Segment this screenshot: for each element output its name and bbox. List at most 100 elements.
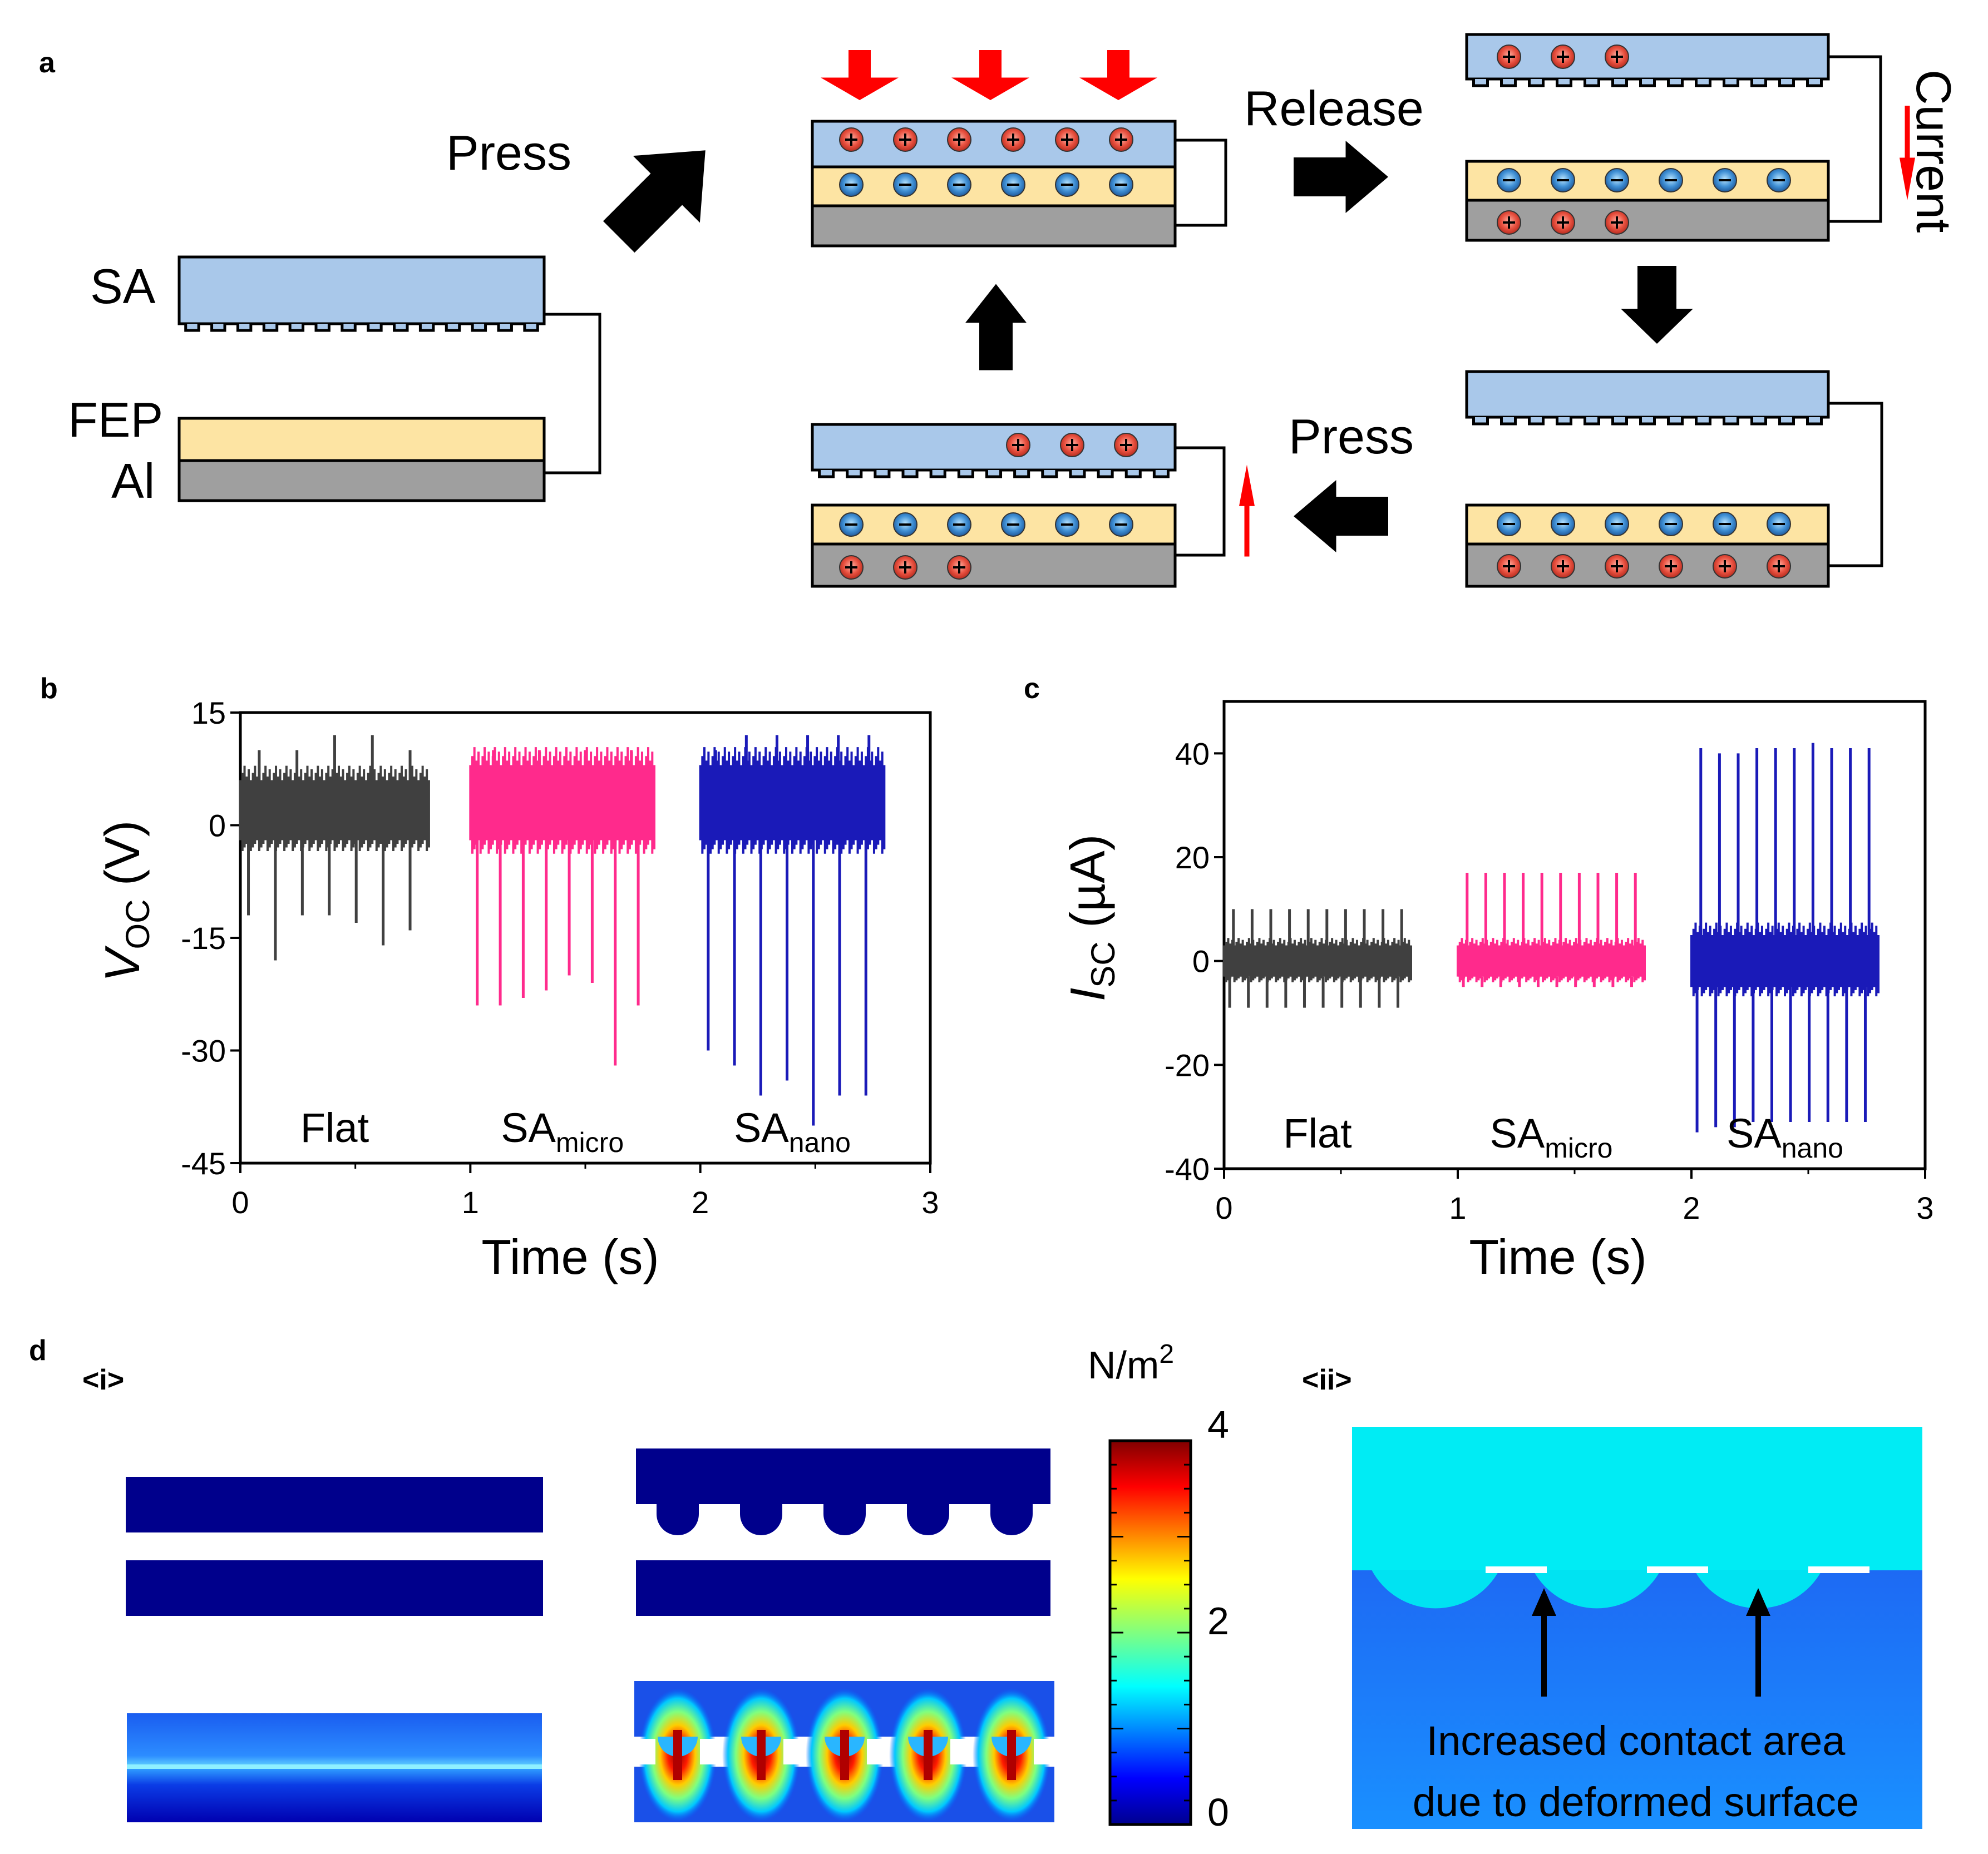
series-flat <box>239 735 430 961</box>
colorbar-max-label: 4 <box>1207 1403 1229 1446</box>
y-tick-label: -15 <box>181 921 226 956</box>
x-tick-label: 3 <box>1916 1190 1933 1225</box>
flat-top-layer <box>126 1477 543 1532</box>
negative-charge <box>893 172 917 197</box>
black-arrow-press <box>603 150 706 253</box>
sa-layer-body <box>177 255 546 325</box>
chart-c-xlabel: Time (s) <box>1469 1229 1646 1284</box>
gap <box>1034 1739 1073 1764</box>
negative-charge <box>1551 512 1575 536</box>
black-arrow-left <box>1294 480 1388 552</box>
x-tick-label: 0 <box>231 1185 249 1220</box>
wire <box>1828 402 1883 567</box>
series-micro <box>469 747 655 1066</box>
positive-charge <box>1551 45 1575 69</box>
y-tick-label: 40 <box>1175 736 1210 771</box>
positive-charge <box>1055 127 1079 152</box>
wire <box>1828 55 1882 223</box>
red-current-arrow-down <box>1900 106 1915 200</box>
red-current-arrow-up-shape <box>1239 464 1255 557</box>
y-tick-label: -40 <box>1165 1151 1210 1186</box>
sa-stress-map <box>634 1681 1073 1822</box>
red-press-arrow <box>821 50 899 100</box>
positive-charge <box>1497 210 1521 235</box>
x-tick-label: 1 <box>1449 1190 1466 1225</box>
red-press-arrow-shape <box>821 50 899 100</box>
negative-charge <box>1659 168 1683 192</box>
hemisphere-bump <box>907 1503 949 1535</box>
colorbar-unit: N/m2 <box>1088 1339 1174 1387</box>
black-arrow-down-shape <box>1621 266 1693 344</box>
x-tick-label: 1 <box>462 1185 479 1220</box>
series-nano <box>699 735 886 1126</box>
wire <box>1175 139 1227 227</box>
x-tick-label: 3 <box>921 1185 939 1220</box>
sa-label: SA <box>90 259 156 314</box>
colorbar: N/m2 4 2 0 <box>1088 1339 1229 1834</box>
positive-charge <box>947 555 971 580</box>
gap-left <box>634 1739 655 1764</box>
annotation-line-2: due to deformed surface <box>1413 1779 1859 1825</box>
positive-charge <box>839 127 864 152</box>
x-tick-label: 2 <box>692 1185 709 1220</box>
red-current-arrow-up <box>1239 464 1255 557</box>
release-label: Release <box>1244 81 1424 136</box>
positive-charge <box>1659 554 1683 579</box>
panel-c-label: c <box>1024 673 1040 705</box>
negative-charge <box>1605 512 1629 536</box>
deformed-surface-map <box>1352 1427 1922 1829</box>
red-press-arrow <box>1079 50 1157 100</box>
positive-charge <box>893 555 917 580</box>
series-label: Flat <box>1283 1110 1352 1156</box>
sa-layer-teeth <box>1467 77 1828 87</box>
positive-charge <box>1713 554 1737 579</box>
black-arrow-left-shape <box>1294 480 1388 552</box>
chart-b-ylabel: VOC (V) <box>95 820 156 982</box>
negative-charge <box>1497 168 1521 192</box>
negative-charge <box>1055 172 1079 197</box>
deformed-bump <box>1533 1570 1661 1609</box>
panel-d: d <i> <ii> N/m2 4 2 0 Increased contact … <box>29 1334 1922 1834</box>
sub-i-label: <i> <box>82 1364 124 1396</box>
deformed-bump <box>1372 1570 1499 1609</box>
black-arrow-press-shape <box>603 150 706 253</box>
positive-charge <box>1006 433 1030 457</box>
stress-core <box>1007 1730 1016 1780</box>
hemisphere-bump <box>990 1503 1033 1535</box>
positive-charge <box>1767 554 1791 579</box>
colorbar-min-label: 0 <box>1207 1791 1229 1834</box>
al-layer <box>177 459 546 502</box>
red-press-arrow-shape <box>1079 50 1157 100</box>
black-arrow-release <box>1294 141 1388 213</box>
black-arrow-up <box>965 284 1027 370</box>
negative-charge <box>1497 512 1521 536</box>
sa-layer-teeth <box>1467 416 1828 426</box>
positive-charge <box>1109 127 1133 152</box>
negative-charge <box>1767 168 1791 192</box>
hemisphere-bump <box>823 1503 866 1535</box>
series-label: SAnano <box>1726 1110 1843 1164</box>
positive-charge <box>1605 554 1629 579</box>
y-tick-label: -30 <box>181 1034 226 1069</box>
red-current-arrow-down-shape <box>1900 106 1915 200</box>
panel-a-label: a <box>39 47 56 79</box>
contact-gap <box>1808 1566 1869 1573</box>
sa-layer-body <box>1465 370 1830 419</box>
signal-noise <box>1457 938 1646 982</box>
series-label: SAmicro <box>501 1105 624 1158</box>
y-tick-label: -45 <box>181 1146 226 1181</box>
contact-arrow-head <box>1532 1588 1556 1616</box>
press-label-2: Press <box>1289 409 1414 464</box>
positive-charge <box>839 555 864 580</box>
sub-ii-label: <ii> <box>1302 1364 1352 1396</box>
positive-charge <box>1551 210 1575 235</box>
stress-core <box>924 1730 933 1780</box>
sa-layer-teeth <box>812 468 1175 478</box>
series-nano <box>1690 743 1880 1133</box>
x-tick-label: 2 <box>1683 1190 1700 1225</box>
positive-charge <box>1551 554 1575 579</box>
current-label: Current <box>1906 70 1961 233</box>
y-tick-label: 20 <box>1175 840 1210 875</box>
positive-charge <box>1060 433 1084 457</box>
sa-layer <box>1465 370 1830 426</box>
